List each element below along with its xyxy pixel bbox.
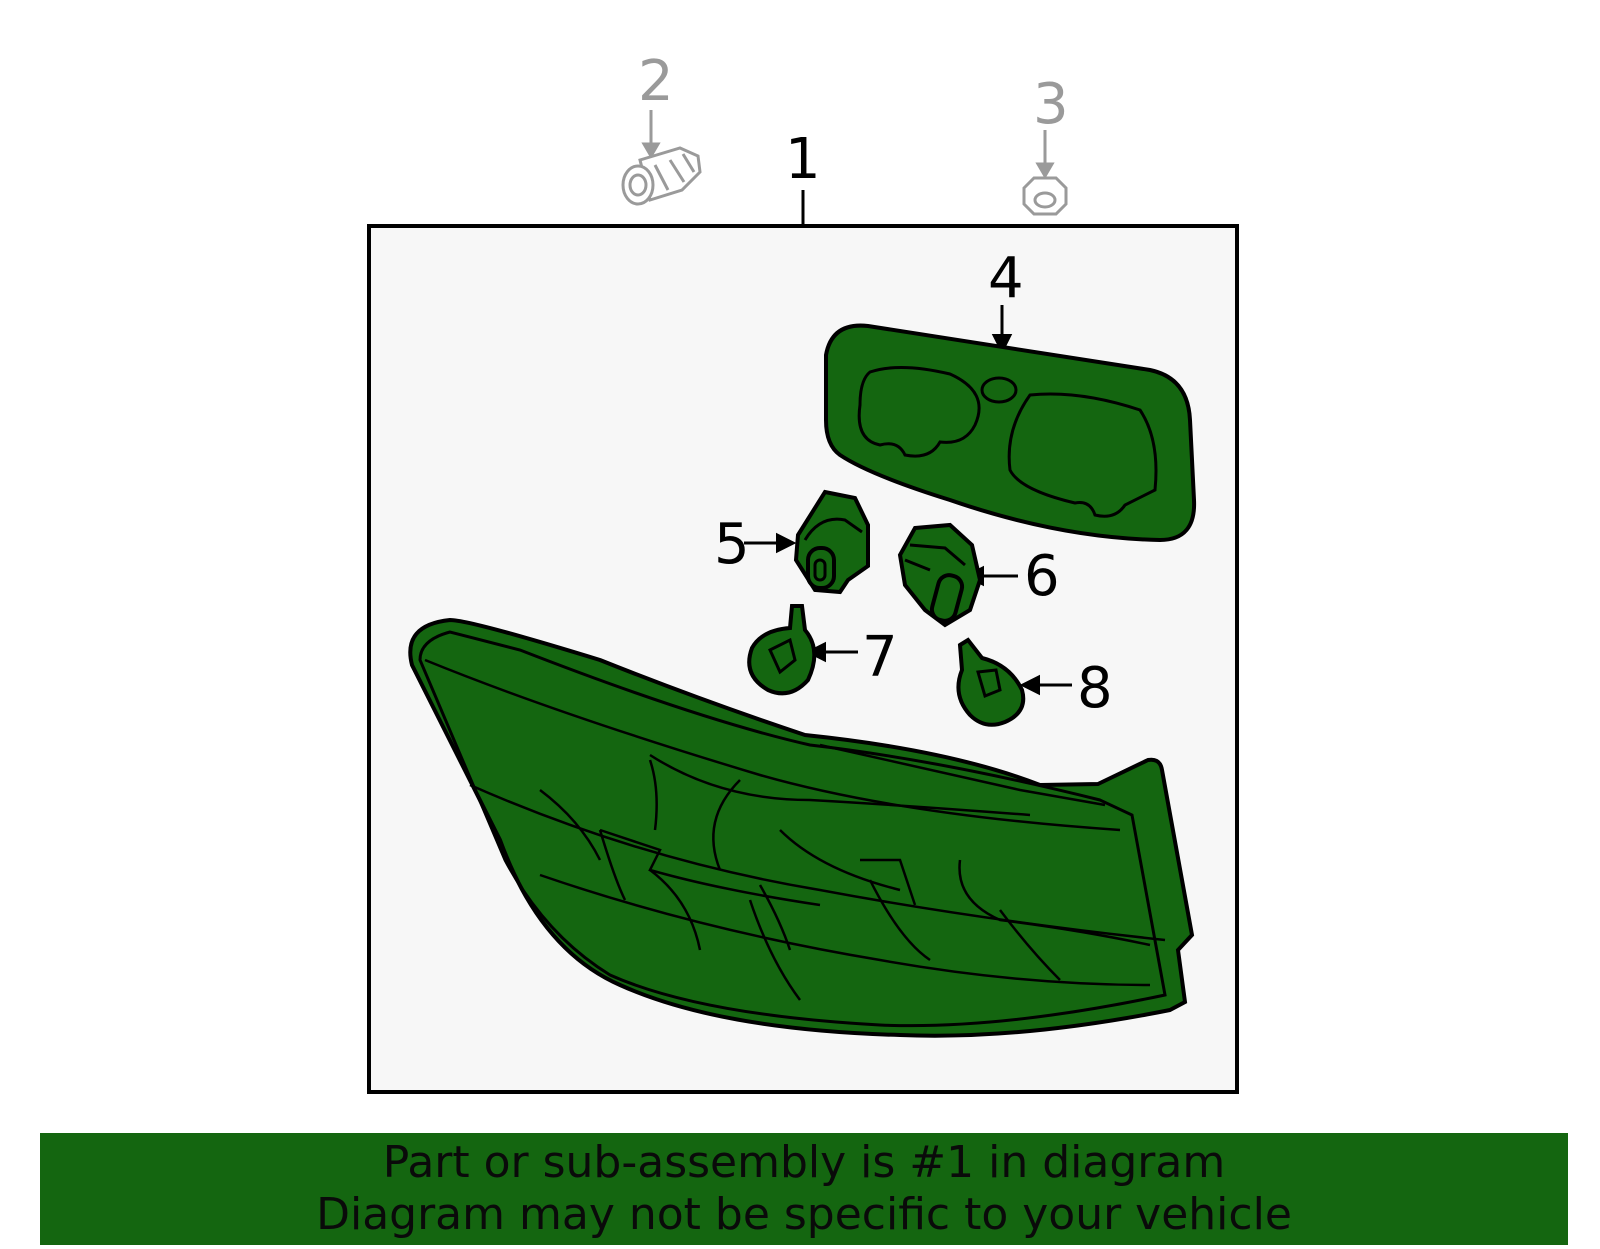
socket-part-5 [744, 489, 870, 595]
bolt-part-2 [621, 110, 702, 206]
callout-1: 1 [785, 127, 821, 192]
socket-part-6 [897, 522, 1018, 628]
callout-8: 8 [1077, 656, 1113, 721]
callout-3: 3 [1033, 72, 1069, 137]
callout-2: 2 [638, 49, 674, 114]
callout-7: 7 [862, 625, 898, 690]
banner-line-1: Part or sub-assembly is #1 in diagram [382, 1137, 1226, 1188]
callout-5: 5 [714, 512, 750, 577]
callout-6: 6 [1024, 544, 1060, 609]
callout-4: 4 [988, 246, 1024, 311]
nut-part-3 [1022, 130, 1068, 216]
banner-line-2: Diagram may not be specific to your vehi… [316, 1189, 1292, 1240]
bulb-part-8 [956, 637, 1072, 727]
tail-lamp-part-1 [408, 617, 1195, 1038]
info-banner: Part or sub-assembly is #1 in diagram Di… [40, 1133, 1568, 1245]
gasket-part-4 [824, 305, 1197, 543]
bulb-part-7 [747, 604, 858, 696]
